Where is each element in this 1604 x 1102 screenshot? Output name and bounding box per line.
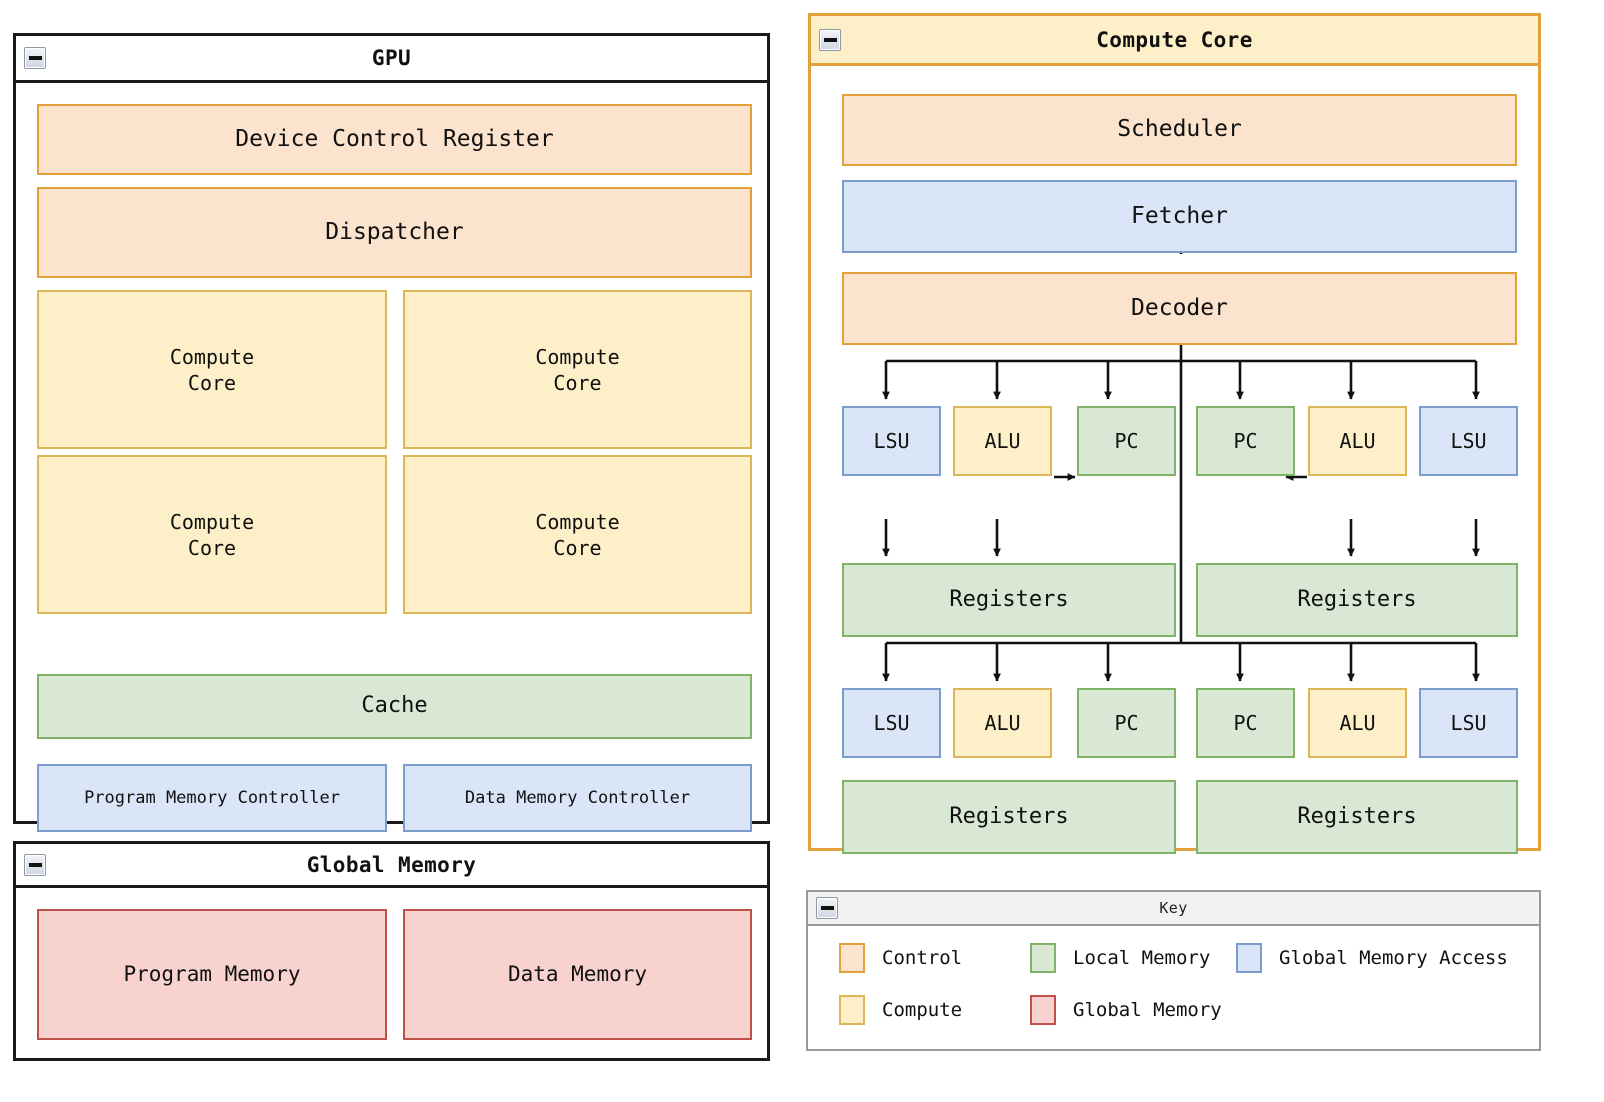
data-memory-controller-node[interactable]: Data Memory Controller: [403, 764, 752, 832]
compute-core-title: Compute Core: [1096, 27, 1253, 52]
cache-node[interactable]: Cache: [37, 674, 752, 739]
gpu-title: GPU: [371, 46, 412, 70]
pc-node-r2c4[interactable]: PC: [1196, 688, 1295, 758]
key-panel: Key Control Local Memory Global Memory A…: [806, 890, 1541, 1051]
key-item-local-memory: Local Memory: [1030, 943, 1210, 973]
key-label-global-memory: Global Memory: [1073, 999, 1222, 1021]
decoder-node[interactable]: Decoder: [842, 272, 1517, 345]
alu-node-r2c2[interactable]: ALU: [953, 688, 1052, 758]
alu-node-r2c5[interactable]: ALU: [1308, 688, 1407, 758]
registers-node-r1-right[interactable]: Registers: [1196, 563, 1518, 637]
global-memory-panel: Global Memory Program Memory Data Memory: [13, 841, 770, 1061]
key-panel-body: Control Local Memory Global Memory Acces…: [808, 926, 1539, 1049]
registers-node-r2-right[interactable]: Registers: [1196, 780, 1518, 854]
registers-node-r2-left[interactable]: Registers: [842, 780, 1176, 854]
pc-node-r1c4[interactable]: PC: [1196, 406, 1295, 476]
compute-core-node-3[interactable]: Compute Core: [37, 455, 387, 614]
lsu-node-r1c1[interactable]: LSU: [842, 406, 941, 476]
gpu-panel-body: Device Control Register Dispatcher Compu…: [16, 83, 767, 832]
key-label-control: Control: [882, 947, 963, 969]
compute-core-node-2[interactable]: Compute Core: [403, 290, 752, 449]
swatch-control-icon: [839, 943, 865, 973]
global-memory-panel-header: Global Memory: [16, 844, 767, 888]
compute-core-node-1[interactable]: Compute Core: [37, 290, 387, 449]
alu-node-r1c2[interactable]: ALU: [953, 406, 1052, 476]
minus-box-icon[interactable]: [819, 28, 841, 51]
data-memory-node[interactable]: Data Memory: [403, 909, 752, 1040]
key-panel-header: Key: [808, 892, 1539, 926]
device-control-register-node[interactable]: Device Control Register: [37, 104, 752, 175]
key-item-global-memory-access: Global Memory Access: [1236, 943, 1508, 973]
swatch-compute-icon: [839, 995, 865, 1025]
swatch-global-memory-access-icon: [1236, 943, 1262, 973]
alu-node-r1c5[interactable]: ALU: [1308, 406, 1407, 476]
key-item-control: Control: [839, 943, 962, 973]
registers-node-r1-left[interactable]: Registers: [842, 563, 1176, 637]
key-item-global-memory: Global Memory: [1030, 995, 1222, 1025]
lsu-node-r1c6[interactable]: LSU: [1419, 406, 1518, 476]
key-label-local-memory: Local Memory: [1073, 947, 1211, 969]
minus-box-icon[interactable]: [816, 897, 838, 919]
pc-node-r2c3[interactable]: PC: [1077, 688, 1176, 758]
program-memory-node[interactable]: Program Memory: [37, 909, 387, 1040]
compute-core-node-4[interactable]: Compute Core: [403, 455, 752, 614]
program-memory-controller-node[interactable]: Program Memory Controller: [37, 764, 387, 832]
swatch-local-memory-icon: [1030, 943, 1056, 973]
fetcher-node[interactable]: Fetcher: [842, 180, 1517, 253]
dispatcher-node[interactable]: Dispatcher: [37, 187, 752, 278]
global-memory-title: Global Memory: [306, 852, 477, 877]
compute-core-panel-header: Compute Core: [811, 16, 1538, 66]
gpu-panel-header: GPU: [16, 36, 767, 83]
key-label-global-memory-access: Global Memory Access: [1279, 947, 1508, 969]
key-label-compute: Compute: [882, 999, 963, 1021]
minus-box-icon[interactable]: [24, 853, 46, 876]
gpu-panel: GPU Device Control Register Dispatcher C…: [13, 33, 770, 832]
minus-box-icon[interactable]: [24, 47, 46, 69]
lsu-node-r2c1[interactable]: LSU: [842, 688, 941, 758]
swatch-global-memory-icon: [1030, 995, 1056, 1025]
scheduler-node[interactable]: Scheduler: [842, 94, 1517, 166]
global-memory-panel-body: Program Memory Data Memory: [16, 888, 767, 1061]
compute-core-panel: Compute Core: [808, 13, 1541, 854]
compute-core-panel-body: Scheduler Fetcher Decoder LSU ALU PC PC …: [811, 66, 1538, 854]
pc-node-r1c3[interactable]: PC: [1077, 406, 1176, 476]
key-title: Key: [1159, 899, 1188, 917]
key-item-compute: Compute: [839, 995, 962, 1025]
lsu-node-r2c6[interactable]: LSU: [1419, 688, 1518, 758]
